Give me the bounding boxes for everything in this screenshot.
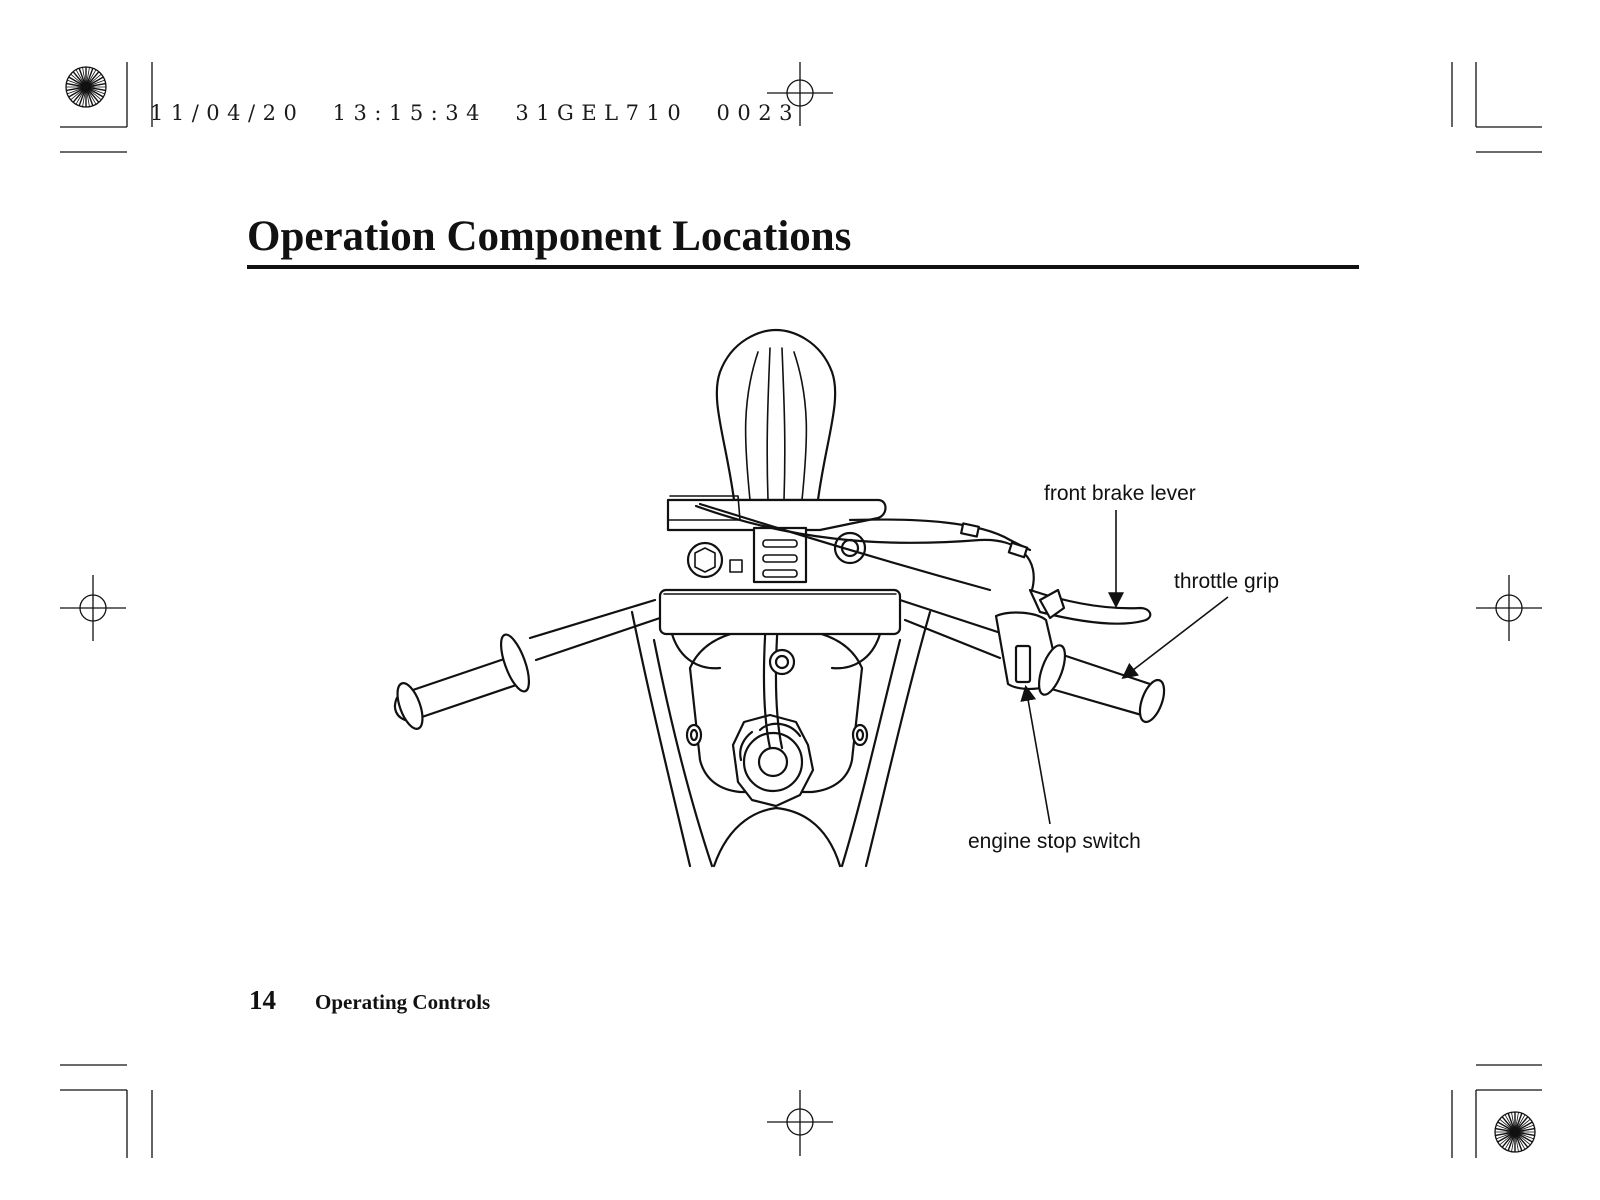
page-number: 14 bbox=[249, 985, 276, 1015]
starburst-icon-bottom-right bbox=[1494, 1111, 1536, 1153]
handlebar-crossbar-pad bbox=[658, 588, 902, 636]
center-cable bbox=[762, 618, 784, 750]
tank-body bbox=[652, 638, 902, 868]
callout-throttle-grip: throttle grip bbox=[1174, 570, 1280, 593]
footer-section-title: Operating Controls bbox=[315, 990, 491, 1014]
callout-engine-stop-switch: engine stop switch bbox=[968, 830, 1141, 853]
handlebar-left-tube bbox=[528, 598, 662, 662]
handlebar-right-tube bbox=[898, 598, 1012, 660]
right-grip-flange bbox=[1037, 644, 1067, 696]
brake-lever bbox=[1028, 588, 1152, 625]
right-grip-end bbox=[1138, 678, 1166, 724]
brake-cable bbox=[694, 504, 1035, 592]
callout-front-brake-lever: front brake lever bbox=[1044, 482, 1196, 505]
frame-outline bbox=[630, 610, 692, 868]
crosshair-icon-right bbox=[1476, 575, 1542, 641]
page-title: Operation Component Locations bbox=[247, 213, 852, 260]
leader-throttle-grip bbox=[1121, 596, 1229, 679]
title-rule bbox=[247, 265, 1359, 269]
engine-stop-switch-button bbox=[1014, 644, 1032, 684]
starburst-icon-top-left bbox=[65, 66, 107, 108]
crosshair-icon-top bbox=[767, 62, 833, 126]
leader-engine-stop-switch bbox=[1020, 684, 1051, 825]
crosshair-icon-left bbox=[60, 575, 126, 641]
left-grip-flange bbox=[499, 633, 531, 693]
print-stamp: 11/04/20 13:15:34 31GEL710 0023 bbox=[150, 101, 800, 125]
crosshair-icon-bottom bbox=[767, 1090, 833, 1156]
